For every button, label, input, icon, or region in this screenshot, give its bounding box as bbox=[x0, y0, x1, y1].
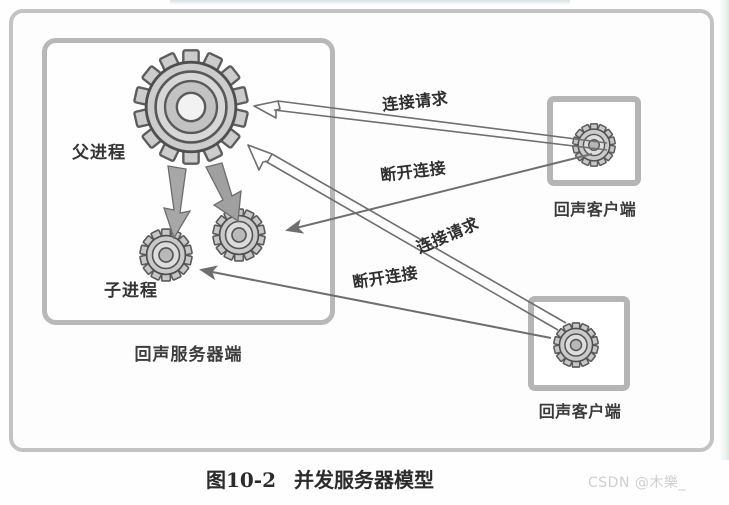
parent-process-label: 父进程 bbox=[72, 143, 126, 163]
echo-client-label-top: 回声客户端 bbox=[553, 200, 637, 219]
child-process-label: 子进程 bbox=[104, 281, 158, 301]
figure-caption-number: 图10-2 bbox=[205, 468, 277, 492]
figure-caption: 图10-2 并发服务器模型 bbox=[0, 464, 640, 493]
parent-process-gear bbox=[132, 48, 250, 166]
client-gear-top bbox=[572, 123, 616, 167]
client-gear-bottom bbox=[553, 322, 599, 368]
echo-client-label-bottom: 回声客户端 bbox=[538, 402, 622, 421]
scan-tint-right bbox=[719, 0, 729, 460]
scan-tint-top bbox=[170, 0, 570, 5]
csdn-watermark: CSDN @木樂_ bbox=[588, 475, 686, 491]
figure-caption-title: 并发服务器模型 bbox=[294, 468, 435, 492]
child-process-gear-2 bbox=[212, 208, 266, 262]
echo-server-label: 回声服务器端 bbox=[134, 345, 243, 365]
child-process-gear-1 bbox=[139, 228, 193, 282]
